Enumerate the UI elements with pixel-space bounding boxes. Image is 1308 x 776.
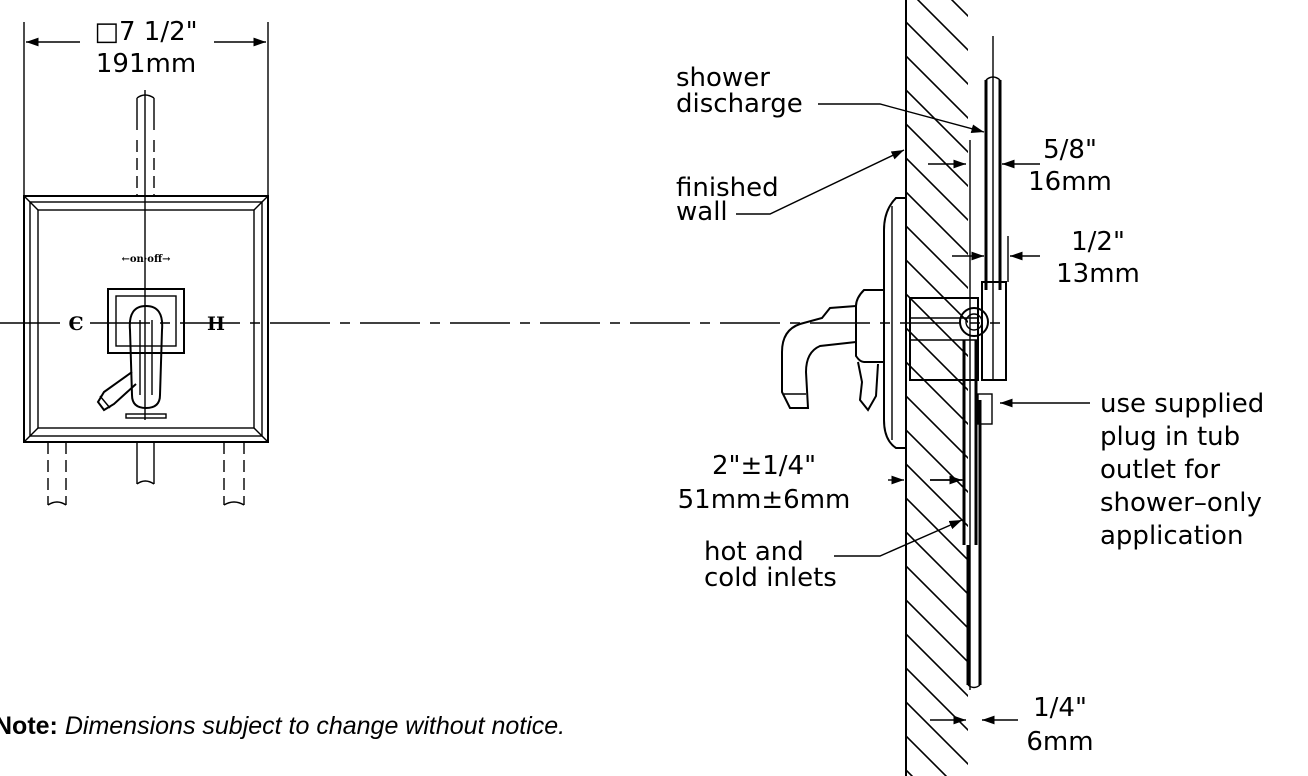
hot-cold-label-line1: hot and	[704, 537, 804, 567]
shower-discharge-label-line2: discharge	[676, 89, 803, 119]
dim-1-4-metric: 6mm	[1026, 727, 1093, 757]
plug-note-line5: application	[1100, 521, 1243, 551]
plug-note-line3: outlet for	[1100, 455, 1220, 485]
dim-1-2-imperial: 1/2"	[1071, 227, 1125, 257]
dim-1-4-imperial: 1/4"	[1033, 693, 1087, 723]
finished-wall-label-line2: wall	[676, 197, 728, 227]
finished-wall	[906, 0, 968, 776]
dim-2-metric: 51mm±6mm	[678, 485, 851, 515]
hot-label: H	[207, 313, 225, 335]
plug-note-line2: plug in tub	[1100, 422, 1240, 452]
width-metric-label: 191mm	[96, 49, 196, 79]
note-text: Dimensions subject to change without not…	[64, 712, 566, 740]
front-view: □7 1/2" 191mm ←on·off→ C H	[23, 17, 269, 506]
dim-1-2-metric: 13mm	[1056, 259, 1140, 289]
hot-cold-label-line2: cold inlets	[704, 563, 837, 593]
note-label: Note:	[0, 712, 58, 740]
lower-pipes	[47, 442, 245, 506]
on-off-label: ←on·off→	[121, 254, 171, 265]
dim-5-8-metric: 16mm	[1028, 167, 1112, 197]
plug-note-line1: use supplied	[1100, 389, 1264, 419]
disclaimer-note: Note: Dimensions subject to change witho…	[0, 712, 565, 741]
finished-wall-label-line1: finished	[676, 173, 779, 203]
shower-discharge-label-line1: shower	[676, 63, 770, 93]
dim-2-imperial: 2"±1/4"	[712, 451, 816, 481]
dim-5-8-imperial: 5/8"	[1043, 135, 1097, 165]
cold-label: C	[68, 313, 83, 335]
side-view: shower discharge finished wall 5/8" 16mm…	[676, 0, 1264, 776]
width-imperial-label: □7 1/2"	[94, 17, 197, 47]
plug-note-line4: shower–only	[1100, 488, 1262, 518]
